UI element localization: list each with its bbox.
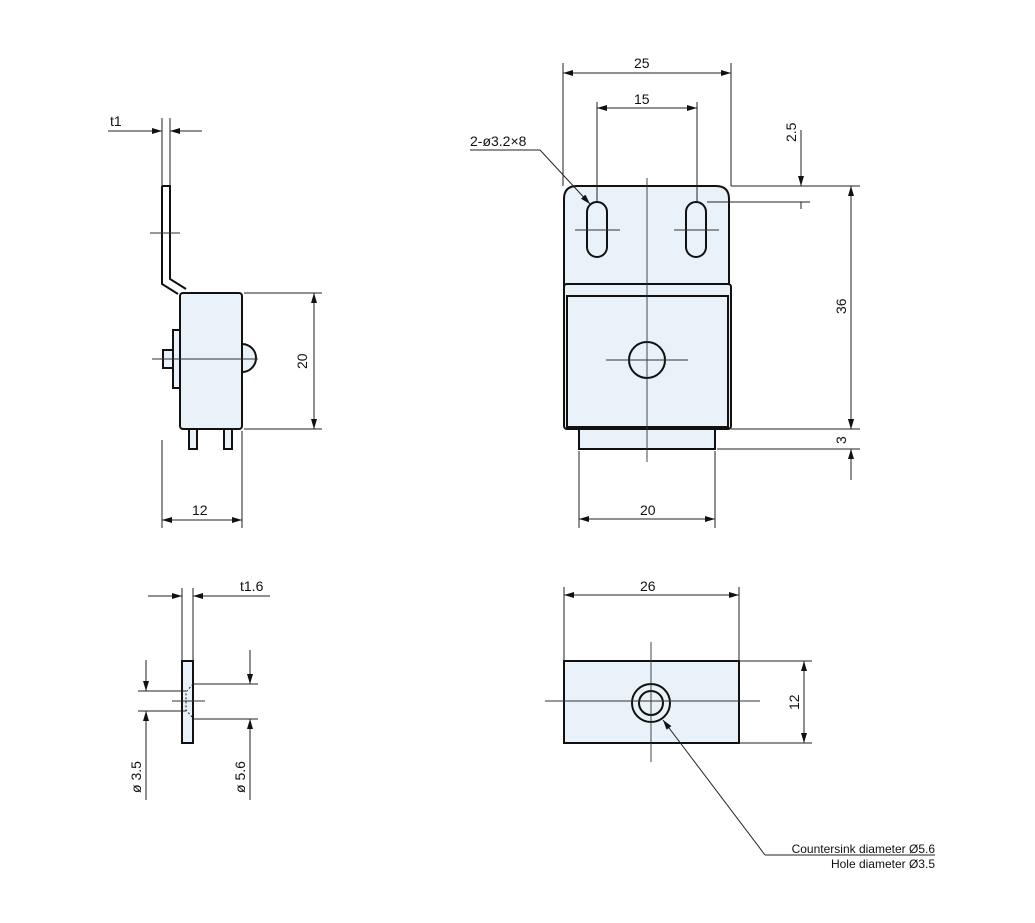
side-view: t1 20 12 <box>108 113 322 528</box>
front-height-label: 36 <box>833 298 849 314</box>
front-slot-left <box>586 201 608 258</box>
side-pin-left <box>188 428 198 450</box>
side-bracket <box>161 185 187 295</box>
front-slot-right <box>685 201 707 258</box>
washer-thickness-label: t1.6 <box>240 578 264 594</box>
side-pin-right <box>223 428 233 450</box>
plate-top-view: 26 12 Countersink diameter Ø5.6 Hole dia… <box>545 578 935 871</box>
front-slot-callout: 2-ø3.2×8 <box>470 133 527 149</box>
front-slot-pitch-label: 15 <box>634 91 650 107</box>
plate-body <box>563 660 740 744</box>
washer-countersink <box>185 683 194 719</box>
front-base-step-label: 3 <box>833 436 849 444</box>
washer-countersink-diameter-label: ø 5.6 <box>232 761 248 793</box>
plate-width-label: 26 <box>640 578 656 594</box>
plate-height-label: 12 <box>786 694 802 710</box>
side-height-label: 20 <box>294 353 310 369</box>
plate-note-countersink: Countersink diameter Ø5.6 <box>792 842 936 856</box>
washer-hole-diameter-label: ø 3.5 <box>128 761 144 793</box>
front-top-offset-label: 2.5 <box>783 122 799 142</box>
washer-side-view: t1.6 ø 3.5 ø 5.6 <box>128 578 270 800</box>
washer-plate <box>181 660 194 744</box>
front-width-label: 25 <box>634 55 650 71</box>
front-body-face <box>566 295 729 428</box>
side-plunger <box>241 342 257 374</box>
plate-note-hole: Hole diameter Ø3.5 <box>831 857 935 871</box>
side-body <box>179 292 243 430</box>
side-width-label: 12 <box>192 502 208 518</box>
front-view: 25 15 2-ø3.2×8 2.5 36 3 20 <box>470 55 860 528</box>
front-base-width-label: 20 <box>640 502 656 518</box>
side-thickness-label: t1 <box>110 113 122 129</box>
